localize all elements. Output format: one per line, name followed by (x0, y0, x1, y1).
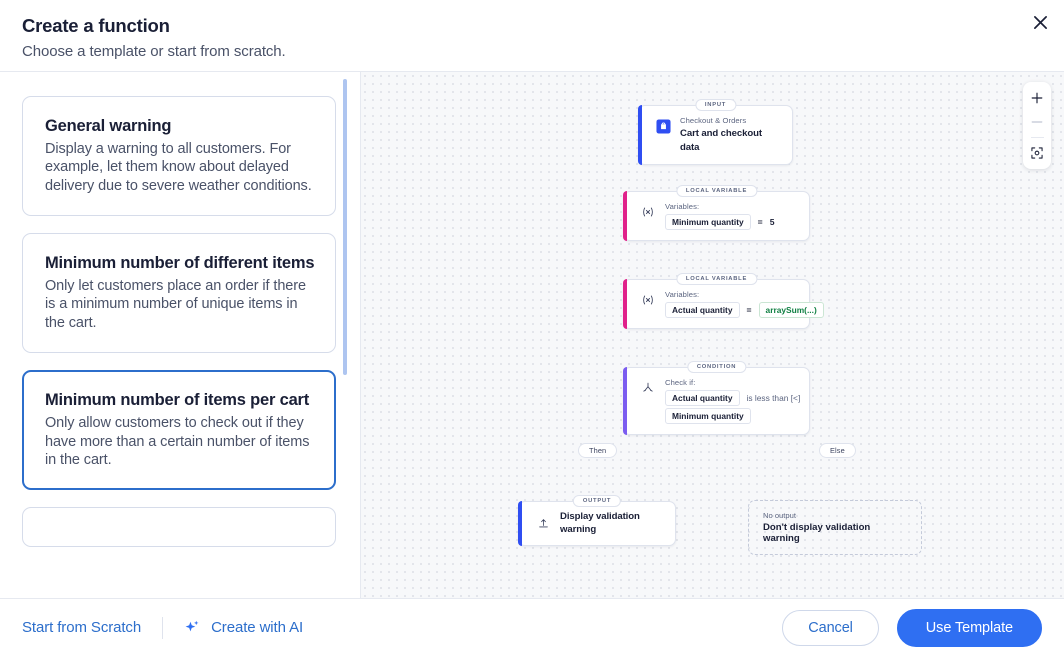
node-accent-bar (623, 191, 627, 242)
template-card-description: Only let customers place an order if the… (45, 278, 306, 331)
node-title: Don't display validation warning (763, 522, 871, 545)
node-subtitle: Variables: (665, 290, 700, 299)
template-card-general-warning[interactable]: General warning Display a warning to all… (22, 96, 336, 217)
template-card-min-items-per-cart[interactable]: Minimum number of items per cart Only al… (22, 370, 336, 491)
variable-name-chip: Minimum quantity (665, 214, 751, 231)
use-template-button[interactable]: Use Template (896, 608, 1042, 647)
template-cards: General warning Display a warning to all… (0, 96, 360, 548)
sparkle-icon (184, 619, 201, 636)
template-card-min-different-items[interactable]: Minimum number of different items Only l… (22, 233, 336, 354)
zoom-controls (1023, 82, 1051, 169)
flow-node-condition[interactable]: CONDITION Check if: Actual quantity is l… (623, 361, 810, 436)
template-card-description: Display a warning to all customers. For … (45, 140, 312, 194)
template-card-next-partial[interactable] (22, 507, 336, 548)
node-subtitle: Variables: (665, 202, 700, 211)
variable-function-chip: arraySum(...) (758, 302, 824, 319)
scrollbar-thumb[interactable] (343, 79, 347, 375)
variable-operator: = (757, 217, 763, 228)
node-title: Cart and checkout data (680, 128, 762, 153)
node-subtitle: Check if: (665, 378, 696, 387)
flow-node-local-variable-2[interactable]: LOCAL VARIABLE Variables: Actual quantit… (623, 273, 824, 330)
variable-operator: = (746, 305, 752, 316)
variable-icon (640, 292, 656, 308)
zoom-divider (1030, 137, 1044, 138)
output-upload-icon (535, 515, 551, 531)
shopping-bag-icon (655, 118, 671, 134)
create-with-ai-label: Create with AI (211, 619, 304, 636)
modal-header: Create a function Choose a template or s… (0, 0, 1064, 72)
flow-edges (361, 72, 661, 222)
start-from-scratch-button[interactable]: Start from Scratch (22, 619, 142, 636)
variable-icon (640, 204, 656, 220)
condition-left-operand: Actual quantity (665, 390, 740, 407)
node-badge: LOCAL VARIABLE (675, 273, 758, 285)
variable-value: 5 (769, 217, 775, 228)
page-title: Create a function (22, 15, 170, 36)
condition-right-operand: Minimum quantity (665, 408, 751, 425)
zoom-in-button[interactable] (1023, 86, 1051, 110)
plus-icon (1031, 92, 1043, 104)
branch-icon (640, 380, 656, 396)
cancel-button[interactable]: Cancel (782, 609, 879, 646)
node-accent-bar (623, 367, 627, 436)
node-badge: LOCAL VARIABLE (675, 185, 758, 197)
condition-comparator: is less than [<] (746, 393, 801, 404)
branch-label-then: Then (578, 443, 618, 458)
node-accent-bar (518, 501, 522, 546)
node-accent-bar (638, 105, 642, 166)
node-badge: CONDITION (686, 361, 747, 373)
modal-footer: Start from Scratch Create with AI Cancel… (0, 598, 1064, 656)
fit-to-screen-icon (1031, 147, 1043, 159)
node-title: Display validation warning (560, 511, 640, 536)
flow-node-no-output[interactable]: No output Don't display validation warni… (748, 500, 922, 556)
footer-left-actions: Start from Scratch Create with AI (22, 616, 303, 639)
page-subtitle: Choose a template or start from scratch. (22, 43, 286, 61)
close-button[interactable] (1025, 7, 1055, 37)
template-card-title: Minimum number of different items (45, 254, 315, 273)
template-list-scrollbar[interactable] (343, 72, 347, 598)
flow-node-input[interactable]: INPUT Checkout & Orders Cart and checkou… (638, 99, 793, 166)
close-icon (1033, 15, 1047, 29)
template-card-title: General warning (45, 117, 172, 135)
branch-label-else: Else (819, 443, 856, 458)
variable-name-chip: Actual quantity (665, 302, 740, 319)
minus-icon (1031, 121, 1043, 123)
footer-right-actions: Cancel Use Template (782, 608, 1042, 647)
flow-node-local-variable-1[interactable]: LOCAL VARIABLE Variables: Minimum quanti… (623, 185, 810, 242)
template-list-panel: General warning Display a warning to all… (0, 72, 360, 598)
node-badge: OUTPUT (572, 495, 622, 507)
template-card-description: Only allow customers to check out if the… (45, 415, 310, 469)
modal-body: General warning Display a warning to all… (0, 72, 1064, 598)
node-subtitle: Checkout & Orders (680, 116, 747, 125)
node-badge: INPUT (694, 99, 737, 111)
node-accent-bar (623, 279, 627, 330)
flow-node-output[interactable]: OUTPUT Display validation warning (518, 495, 676, 546)
node-subtitle: No output (763, 511, 796, 520)
template-card-title: Minimum number of items per cart (45, 391, 310, 410)
fit-to-screen-button[interactable] (1023, 141, 1051, 165)
create-with-ai-button[interactable]: Create with AI (184, 619, 303, 636)
footer-divider (162, 616, 164, 639)
flow-canvas[interactable]: INPUT Checkout & Orders Cart and checkou… (360, 72, 1064, 598)
zoom-out-button[interactable] (1023, 110, 1051, 134)
